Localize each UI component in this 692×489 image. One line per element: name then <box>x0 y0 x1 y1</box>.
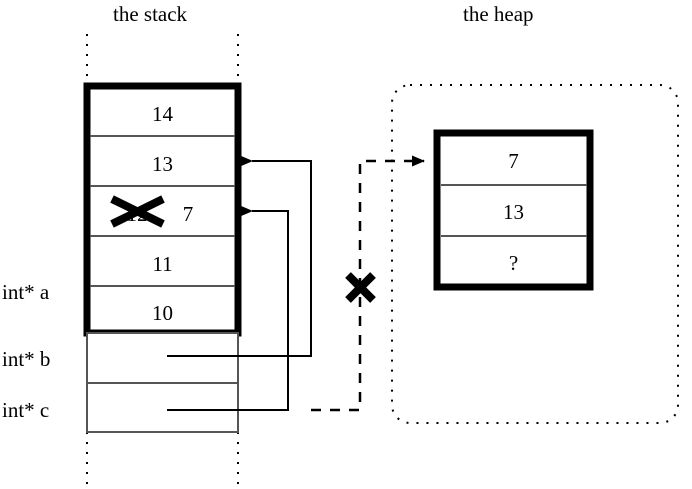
stack-dotted-top <box>86 34 239 86</box>
stack-cell-value-2-struck: 12 <box>126 202 148 226</box>
invalid-pointer-x-mark <box>345 272 376 303</box>
stack-frame-rules <box>90 135 235 287</box>
stack-title: the stack <box>113 2 188 26</box>
struck-value-x-mark <box>110 195 165 228</box>
stack-cell-value-0: 14 <box>152 102 173 126</box>
stack-cell-value-2-replacement: 7 <box>182 202 194 226</box>
heap-cell-value-0: 7 <box>508 149 519 173</box>
heap-title: the heap <box>463 2 534 26</box>
pointer-label-a: int* a <box>2 280 50 304</box>
pointer-label-c: int* c <box>2 398 50 422</box>
arrow-b-to-stack-13 <box>167 155 312 357</box>
heap-cell-value-2: ? <box>508 251 519 275</box>
pointer-label-b: int* b <box>2 347 51 371</box>
stack-frame-box <box>83 82 242 337</box>
stack-cell-value-1: 13 <box>152 152 173 176</box>
stack-dotted-bottom <box>86 432 239 487</box>
heap-object-rules <box>441 184 587 237</box>
arrow-c-to-stack-12 <box>167 205 289 411</box>
heap-object-box <box>433 129 594 291</box>
heap-cell-value-1: 13 <box>503 200 524 224</box>
stack-cell-value-4: 10 <box>152 301 173 325</box>
stack-cell-value-3: 11 <box>152 252 173 276</box>
